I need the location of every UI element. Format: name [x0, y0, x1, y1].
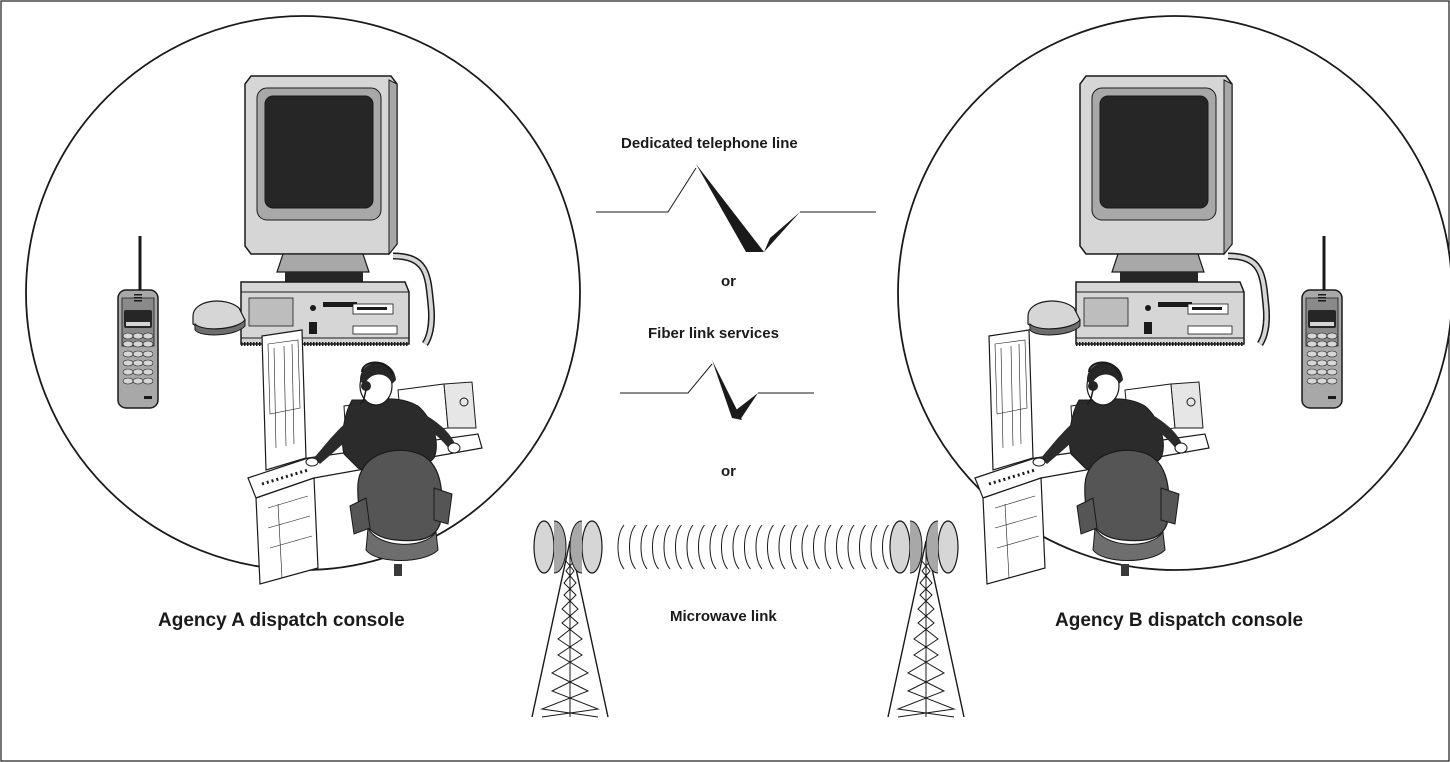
- signal-wave: [629, 524, 636, 570]
- signal-wave: [675, 524, 682, 570]
- microwave-link-label: Microwave link: [670, 608, 777, 625]
- signal-wave: [640, 524, 648, 570]
- fiber-link-label: Fiber link services: [648, 325, 779, 342]
- agency-a-label: Agency A dispatch console: [158, 610, 405, 631]
- link-zigzag-icon: [596, 164, 876, 252]
- agency-b-label: Agency B dispatch console: [1055, 610, 1304, 631]
- signal-wave: [813, 524, 820, 570]
- agency-b-console-group: [897, 15, 1450, 586]
- microwave-signal: [617, 524, 889, 570]
- signal-wave: [882, 524, 889, 570]
- signal-wave: [801, 524, 809, 570]
- signal-wave: [709, 524, 717, 570]
- dedicated-line-label: Dedicated telephone line: [621, 135, 798, 152]
- signal-wave: [732, 524, 740, 570]
- signal-wave: [698, 524, 705, 570]
- signal-wave: [790, 524, 797, 570]
- signal-wave: [847, 524, 855, 570]
- signal-wave: [617, 524, 625, 570]
- signal-wave: [824, 524, 832, 570]
- signal-wave: [721, 524, 728, 570]
- or-separator-2: or: [721, 463, 736, 480]
- signal-wave: [778, 524, 786, 570]
- signal-wave: [652, 524, 659, 570]
- link-zigzag-icon: [620, 360, 814, 420]
- signal-wave: [755, 524, 763, 570]
- signal-wave: [767, 524, 774, 570]
- signal-wave: [836, 524, 843, 570]
- microwave-tower-icon: [887, 520, 965, 718]
- microwave-tower-icon: [531, 520, 609, 718]
- signal-wave: [663, 524, 671, 570]
- signal-wave: [744, 524, 751, 570]
- signal-wave: [686, 524, 694, 570]
- or-separator-1: or: [721, 273, 736, 290]
- agency-a-console-group: [25, 15, 581, 586]
- signal-wave: [859, 524, 866, 570]
- signal-wave: [870, 524, 878, 570]
